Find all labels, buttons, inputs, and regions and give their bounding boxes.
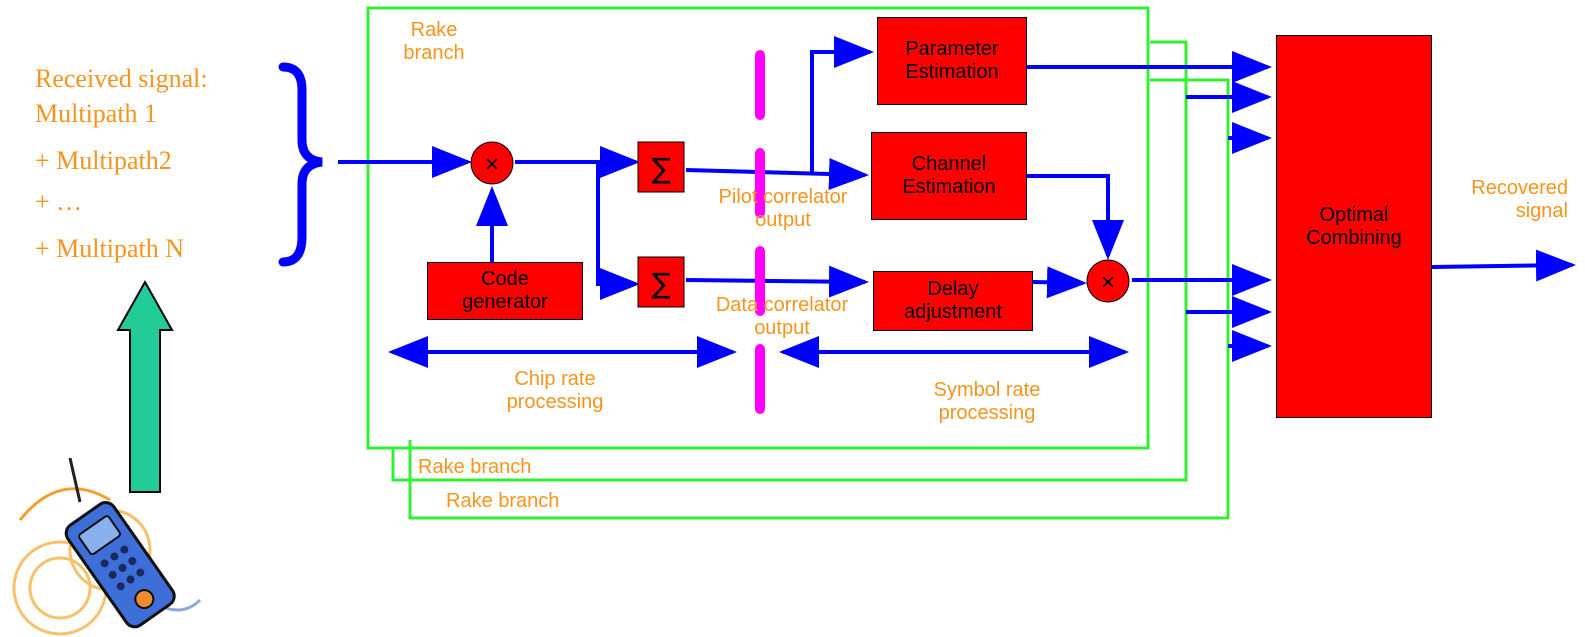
pilot-sum-symbol: ∑ [652,152,671,185]
rake-branch-label-2: Rake branch [418,456,532,478]
rake-branch-label-main: Rake branch [403,19,465,64]
multiplier-symbol-1: × [485,151,499,178]
pilot-correlator-label: Pilot correlator output [718,186,848,231]
received-signal-brace [278,62,323,267]
multiplier-symbol-2: × [1101,269,1115,296]
pilot-to-parameter-arrow [810,36,874,172]
data-sum-block [637,256,685,308]
delay-adjustment-block: Delay adjustment [873,271,1033,331]
delay-to-multiplier-arrow [1032,266,1087,299]
mixer-to-data-sum-arrow [596,162,640,300]
data-correlator-label: Data correlator output [715,294,849,339]
parameter-estimation-block: Parameter Estimation [877,17,1027,105]
rake-branch-label-3: Rake branch [446,490,560,512]
channel-to-multiplier-arrow [1027,174,1124,260]
rake-branch-frame-2 [391,40,1188,482]
multipath-line-3: + … [35,187,83,216]
multiplier-circle-2 [1086,259,1130,303]
multipath-line-2: + Multipath2 [35,146,172,175]
optimal-combining-block: Optimal Combining [1276,35,1432,418]
recovered-signal-label: Recovered signal [1471,177,1568,222]
code-generator-block: Code generator [427,262,583,320]
mobile-phone-icon [12,457,202,636]
multiplier-circle-1 [470,141,514,185]
chip-rate-label: Chip rate processing [506,368,604,413]
multipath-line-1: Multipath 1 [35,99,158,128]
pilot-sum-block [637,141,685,193]
symbol-rate-label: Symbol rate processing [933,379,1041,424]
rake-branch-frame-main [366,6,1150,450]
pilot-to-channel-arrow [685,158,869,190]
recovered-signal-arrow [1431,249,1576,282]
multipath-line-4: + Multipath N [35,234,184,263]
rake-branch-frame-3 [408,78,1230,520]
data-sum-symbol: ∑ [652,267,671,300]
uplink-arrow [116,279,174,493]
channel-estimation-block: Channel Estimation [871,132,1027,220]
data-to-delay-arrow [685,265,869,298]
received-signal-title: Received signal: [35,64,208,93]
